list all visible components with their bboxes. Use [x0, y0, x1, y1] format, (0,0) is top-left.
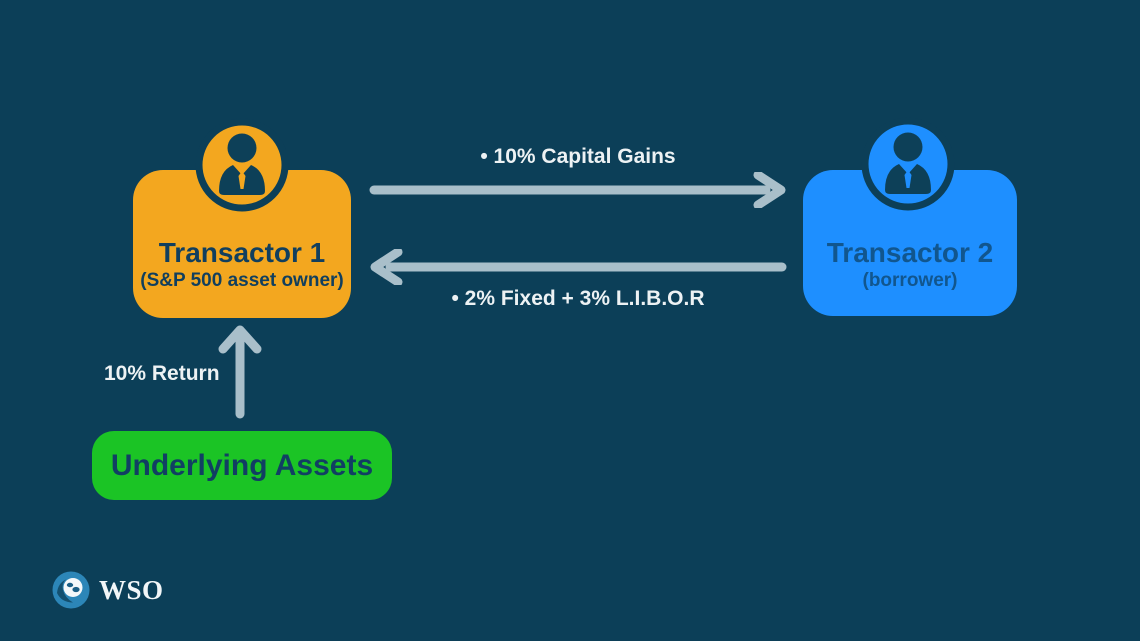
capital-gains-label: • 10% Capital Gains — [480, 145, 676, 168]
return-label: 10% Return — [104, 362, 220, 385]
fixed-libor-label: • 2% Fixed + 3% L.I.B.O.R — [451, 287, 705, 310]
transactor1-title: Transactor 1 — [158, 237, 326, 268]
arrow-left-icon — [370, 249, 787, 285]
wso-logo-text: WSO — [99, 574, 164, 605]
arrow-up-icon — [218, 325, 262, 419]
transactor2-title: Transactor 2 — [826, 237, 994, 268]
brand-logo: WSO — [52, 571, 164, 609]
transactor2-subtitle: (borrower) — [862, 270, 958, 291]
arrow-right-icon — [369, 172, 786, 208]
underlying-assets-label: Underlying Assets — [110, 448, 374, 482]
transactor1-person-icon — [195, 118, 289, 212]
wso-globe-icon — [52, 571, 90, 609]
transactor2-person-icon — [861, 117, 955, 211]
transactor1-subtitle: (S&P 500 asset owner) — [140, 270, 344, 291]
underlying-assets-box: Underlying Assets — [92, 431, 392, 500]
